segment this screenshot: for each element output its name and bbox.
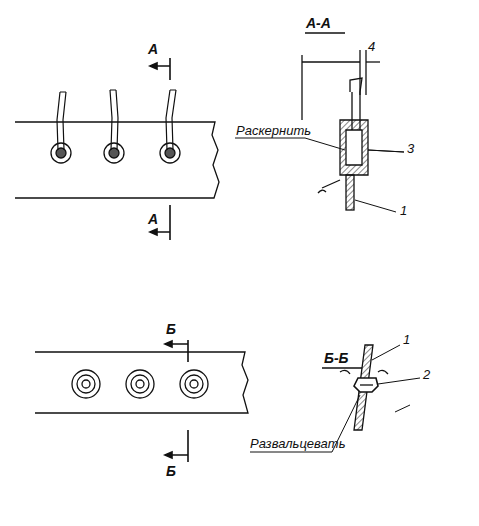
- section-a-a: [302, 50, 380, 210]
- section-letter: А: [148, 42, 158, 56]
- section-letter: Б: [166, 322, 176, 336]
- callout-number: 1: [400, 204, 407, 217]
- board-outline: [35, 352, 248, 413]
- eyelets-bottom: [72, 370, 208, 398]
- section-title: Б-Б: [324, 351, 349, 365]
- section-letter: А: [148, 212, 158, 226]
- leader-lines: [250, 345, 420, 452]
- eyelets-top: [51, 143, 180, 163]
- section-letter: Б: [166, 464, 176, 478]
- callout-number: 1: [403, 333, 410, 346]
- title-underline: [305, 32, 345, 34]
- leader-lines: [235, 138, 404, 212]
- title-underline: [322, 367, 362, 369]
- dimension-value: 4: [368, 40, 375, 53]
- section-line-b: [165, 340, 188, 462]
- callout-number: 3: [407, 142, 414, 155]
- section-title: А-А: [306, 16, 331, 30]
- note-text: Развальцевать: [250, 437, 345, 450]
- callout-number: 2: [423, 368, 430, 381]
- wires: [57, 90, 176, 150]
- note-text: Раскернить: [236, 124, 311, 137]
